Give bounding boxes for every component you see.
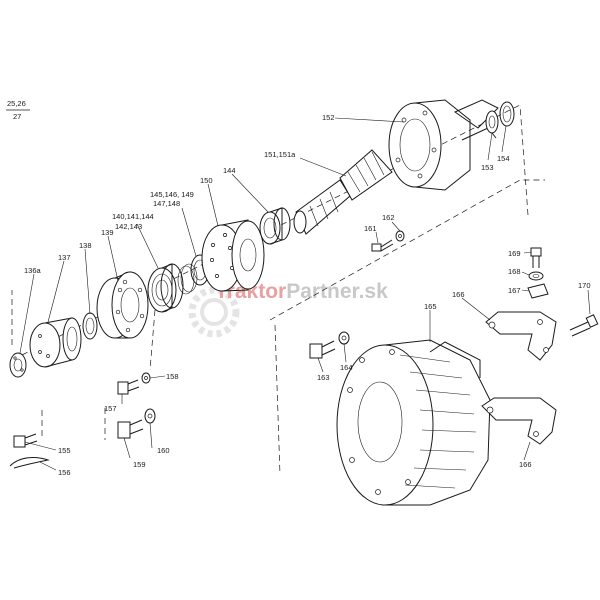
part-157-bolt bbox=[117, 379, 140, 395]
part-154-snap-ring bbox=[499, 101, 515, 127]
part-152-gear-housing bbox=[388, 99, 499, 191]
watermark: TraktorPartner.sk bbox=[188, 280, 389, 338]
label-137: 137 bbox=[58, 253, 71, 262]
part-162-washer bbox=[395, 230, 405, 242]
label-162: 162 bbox=[382, 213, 395, 222]
label-159: 159 bbox=[133, 460, 146, 469]
part-156-wire-clip bbox=[9, 457, 50, 469]
part-169-bolt bbox=[530, 247, 542, 268]
page-reference: 25,26 27 bbox=[6, 99, 30, 121]
part-158-washer bbox=[141, 372, 151, 384]
label-144: 144 bbox=[223, 166, 236, 175]
label-166-lower: 166 bbox=[519, 460, 532, 469]
part-labels: 136a 137 138 139 140,141,144 142,143 145… bbox=[24, 113, 591, 477]
part-167-lock-plate bbox=[527, 283, 549, 299]
label-138: 138 bbox=[79, 241, 92, 250]
part-159-bolt bbox=[117, 419, 144, 439]
gear-watermark-icon bbox=[188, 286, 240, 338]
watermark-brand-b: Partner bbox=[286, 280, 359, 303]
label-156: 156 bbox=[58, 468, 71, 477]
label-166-upper: 166 bbox=[452, 290, 465, 299]
label-164: 164 bbox=[340, 363, 353, 372]
label-153: 153 bbox=[481, 163, 494, 172]
part-136a-cap bbox=[9, 352, 27, 378]
label-158: 158 bbox=[166, 372, 179, 381]
part-139-bearing-cover bbox=[96, 271, 149, 339]
part-144-bearing bbox=[259, 207, 291, 245]
label-152: 152 bbox=[322, 113, 335, 122]
label-157: 157 bbox=[104, 404, 117, 413]
label-170: 170 bbox=[578, 281, 591, 290]
label-142-143: 142,143 bbox=[115, 222, 142, 231]
page-ref-bottom: 27 bbox=[13, 112, 21, 121]
part-166-upper-bracket bbox=[485, 311, 557, 361]
label-160: 160 bbox=[157, 446, 170, 455]
label-169: 169 bbox=[508, 249, 521, 258]
part-160-washer bbox=[144, 408, 156, 424]
label-140-141-144: 140,141,144 bbox=[112, 212, 154, 221]
label-145-146-149: 145,146, 149 bbox=[150, 190, 194, 199]
part-163-bolt bbox=[309, 340, 336, 359]
part-155-bolt bbox=[13, 433, 38, 448]
label-136a: 136a bbox=[24, 266, 42, 275]
label-139: 139 bbox=[101, 228, 114, 237]
part-166-lower-bracket bbox=[481, 397, 557, 445]
part-164-washer bbox=[338, 331, 350, 345]
label-147-148: 147,148 bbox=[153, 199, 180, 208]
label-155: 155 bbox=[58, 446, 71, 455]
label-168: 168 bbox=[508, 267, 521, 276]
watermark-suffix: .sk bbox=[359, 280, 389, 303]
label-151-151a: 151,151a bbox=[264, 150, 296, 159]
leader-lines bbox=[19, 117, 591, 471]
part-150-flange bbox=[201, 219, 265, 292]
page-ref-top: 25,26 bbox=[7, 99, 26, 108]
part-168-washer bbox=[528, 271, 544, 281]
part-140-bearing bbox=[147, 263, 184, 313]
part-170-bolt bbox=[569, 314, 599, 337]
part-137-flange-hub bbox=[29, 317, 82, 368]
label-163: 163 bbox=[317, 373, 330, 382]
part-151-pinion-shaft bbox=[293, 149, 393, 235]
label-167: 167 bbox=[508, 286, 521, 295]
part-138-seal-ring bbox=[82, 312, 98, 340]
part-161-bolt bbox=[371, 239, 394, 252]
part-165-final-drive-housing bbox=[336, 339, 491, 506]
label-150: 150 bbox=[200, 176, 213, 185]
label-161: 161 bbox=[364, 224, 377, 233]
part-153-ring bbox=[485, 110, 499, 134]
label-165: 165 bbox=[424, 302, 437, 311]
label-154: 154 bbox=[497, 154, 510, 163]
